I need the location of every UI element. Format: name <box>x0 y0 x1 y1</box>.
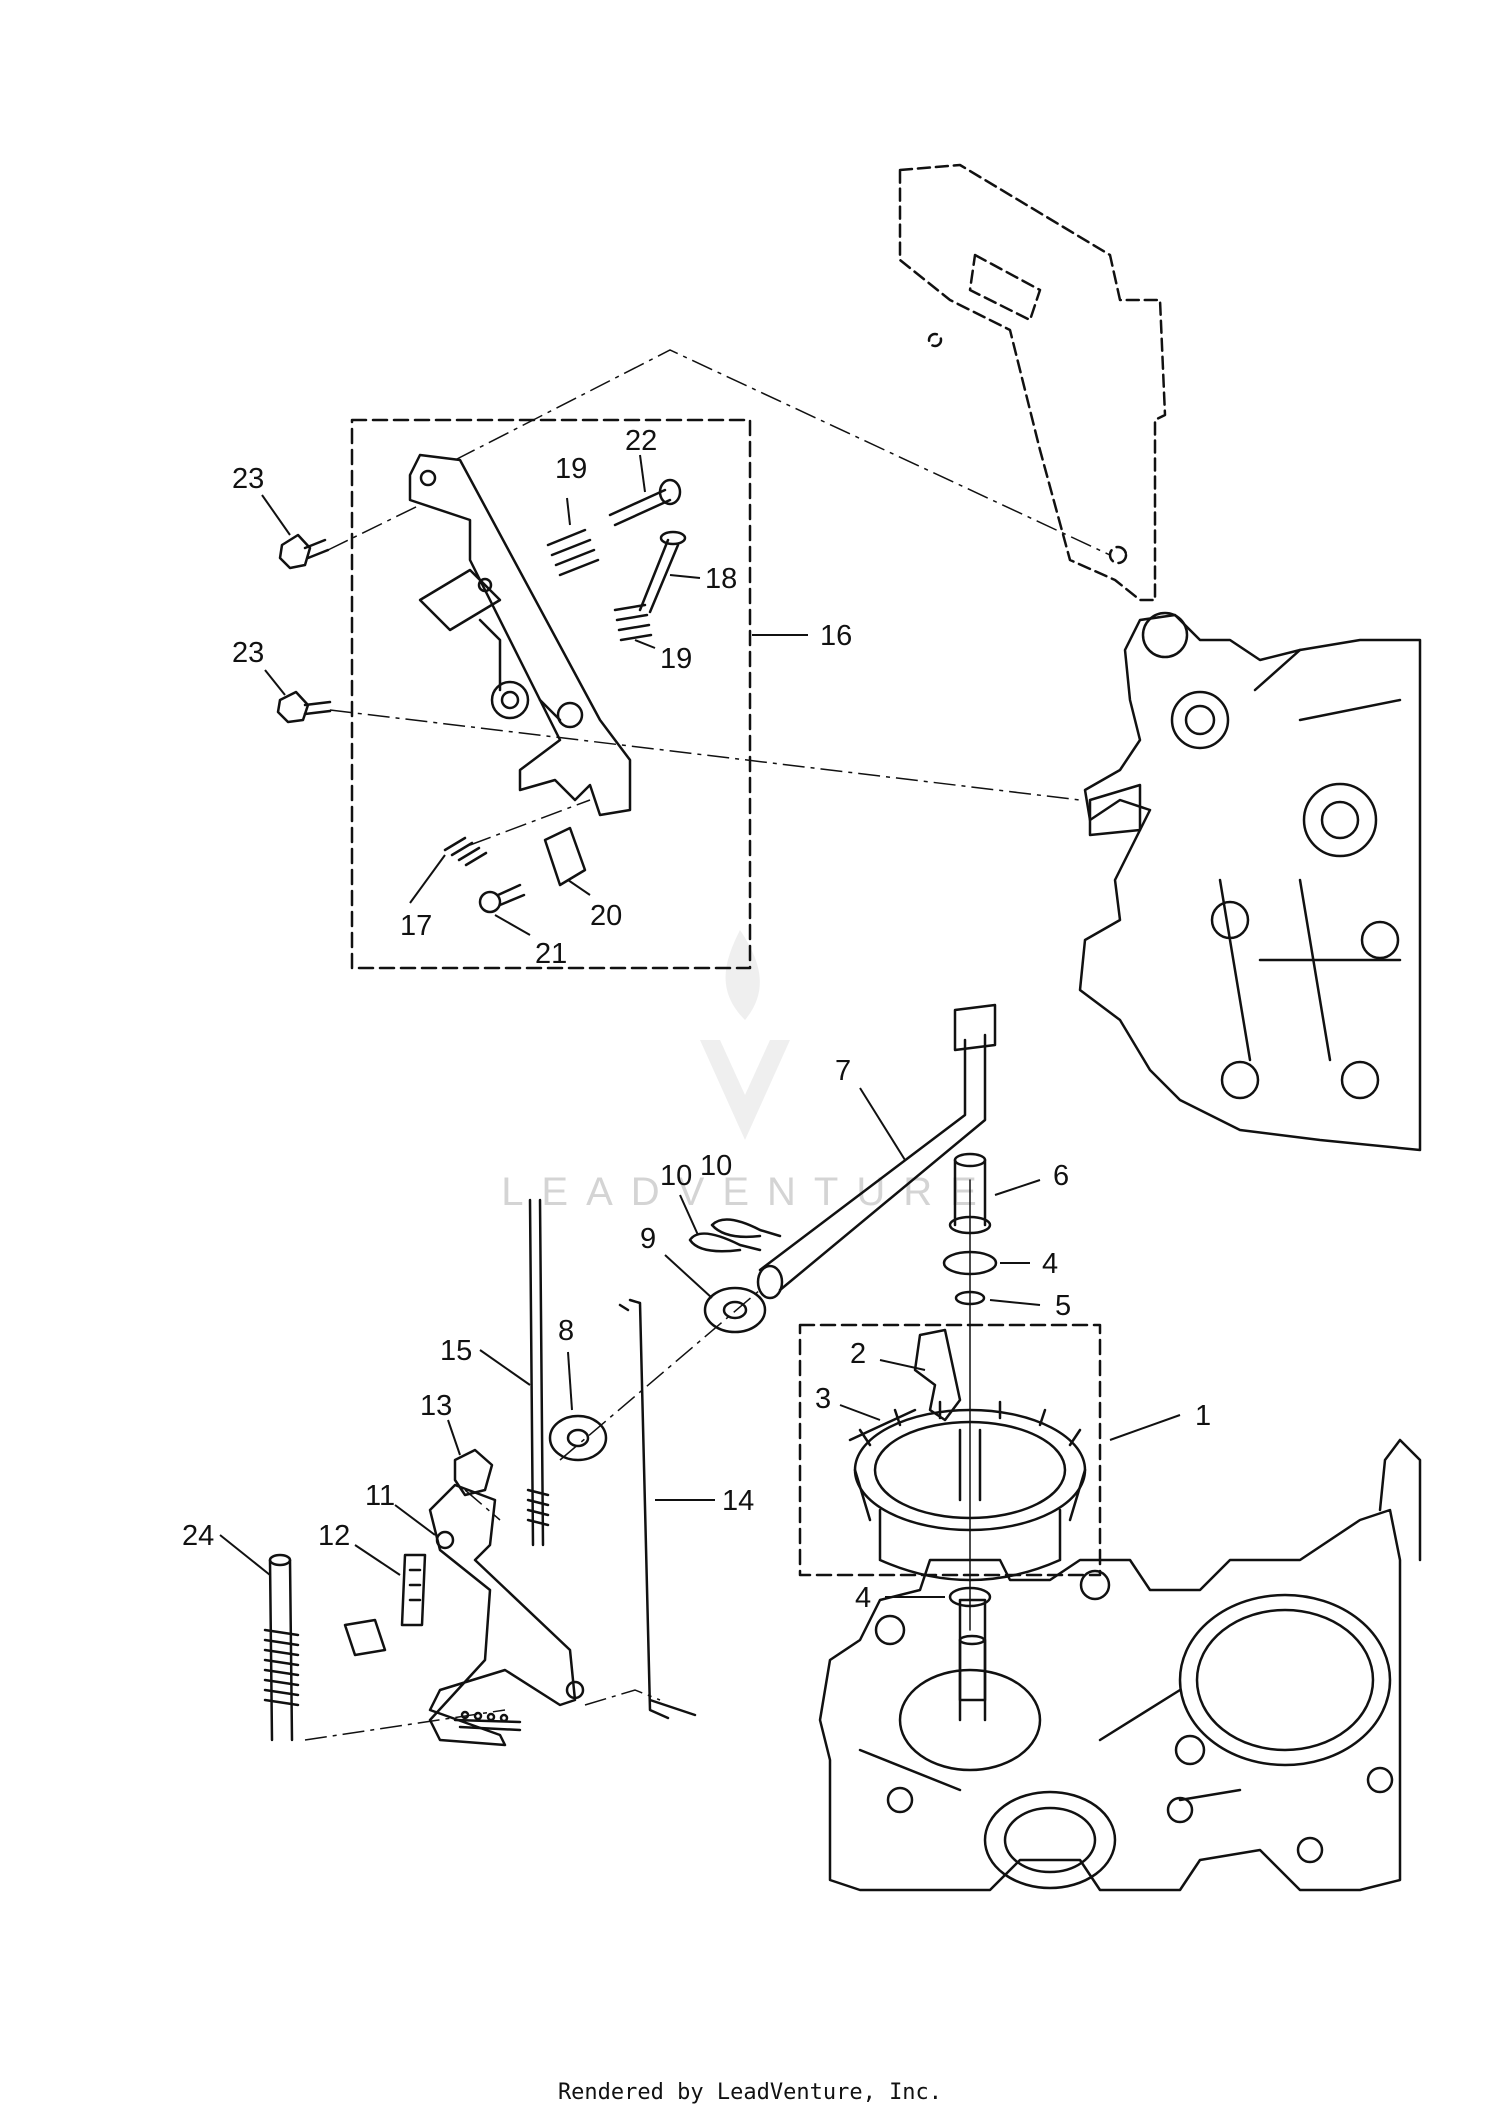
callout-20: 20 <box>590 900 622 932</box>
callout-19-lower: 19 <box>660 643 692 675</box>
callout-6: 6 <box>1053 1160 1069 1192</box>
washer-9 <box>703 1286 767 1334</box>
governor-spring <box>526 1198 550 1547</box>
governor-rod <box>618 1298 697 1720</box>
callout-24: 24 <box>182 1520 214 1552</box>
bracket-bolt-lower <box>276 690 332 724</box>
washer-8-hole <box>566 1428 590 1448</box>
callout-8: 8 <box>558 1315 574 1347</box>
throttle-control-box <box>350 418 752 970</box>
washer-8 <box>548 1414 608 1462</box>
throttle-spring-upper <box>546 528 600 577</box>
throttle-spring-lower <box>613 603 653 642</box>
callout-18: 18 <box>705 563 737 595</box>
callout-3: 3 <box>815 1383 831 1415</box>
bracket-bolt-upper <box>278 533 330 570</box>
return-spring <box>443 836 488 867</box>
align-line-bracket <box>454 349 1111 556</box>
leader-3 <box>839 1404 881 1421</box>
callout-2: 2 <box>850 1338 866 1370</box>
leader-22 <box>639 454 646 493</box>
leader-17 <box>409 854 446 904</box>
leader-15 <box>479 1349 531 1386</box>
callout-4-lower: 4 <box>855 1582 871 1614</box>
callout-23-lower: 23 <box>232 637 264 669</box>
callout-11: 11 <box>365 1480 395 1512</box>
callout-23-upper: 23 <box>232 463 264 495</box>
leader-24 <box>219 1534 271 1576</box>
callout-12: 12 <box>318 1520 350 1552</box>
leader-19a <box>566 497 571 526</box>
callout-22: 22 <box>625 425 657 457</box>
align-line-nut <box>464 1489 501 1521</box>
align-line-rod <box>584 1689 661 1706</box>
governor-weight <box>913 1328 962 1422</box>
cotter-pin-2 <box>710 1218 782 1239</box>
callout-21: 21 <box>535 938 567 970</box>
callout-19-upper: 19 <box>555 453 587 485</box>
governor-return-spring <box>263 1553 300 1742</box>
align-line-bolt-lower <box>329 709 1081 801</box>
leader-1 <box>1109 1414 1181 1441</box>
watermark-logo <box>700 930 790 1140</box>
engine-block-upper <box>1078 611 1422 1152</box>
cotter-pin <box>688 1232 762 1253</box>
leader-10 <box>679 1194 699 1236</box>
leader-9 <box>664 1254 713 1299</box>
adjust-screw <box>638 530 687 614</box>
leader-12 <box>354 1544 401 1576</box>
mounting-bracket <box>898 163 1167 602</box>
leader-11 <box>394 1504 436 1536</box>
leader-13 <box>447 1419 461 1456</box>
lever-nut <box>453 1448 494 1497</box>
callout-13: 13 <box>420 1390 452 1422</box>
governor-shaft-pin <box>958 1634 987 1722</box>
throttle-screw <box>608 478 682 527</box>
align-line-spring-24 <box>304 1709 506 1741</box>
leader-7 <box>859 1087 906 1161</box>
callout-9: 9 <box>640 1223 656 1255</box>
align-line-spring <box>469 799 591 846</box>
lever-bolt <box>343 1553 427 1657</box>
governor-shaft <box>756 1003 997 1300</box>
washer-9-hole <box>722 1300 748 1320</box>
leader-18 <box>669 574 701 579</box>
callout-10-b: 10 <box>700 1150 732 1182</box>
callout-16: 16 <box>820 620 852 652</box>
governor-pin <box>848 1408 917 1442</box>
leader-21 <box>494 914 531 936</box>
leader-2 <box>879 1359 926 1371</box>
throttle-control-bracket <box>408 453 632 817</box>
leader-19b <box>634 639 656 649</box>
leader-23b <box>264 669 286 696</box>
leader-20 <box>567 879 591 896</box>
callout-1: 1 <box>1195 1400 1211 1432</box>
callout-5: 5 <box>1055 1290 1071 1322</box>
align-line-bolt-upper <box>327 504 421 551</box>
callout-14: 14 <box>722 1485 754 1517</box>
callout-10-a: 10 <box>660 1160 692 1192</box>
callout-4-upper: 4 <box>1042 1248 1058 1280</box>
stop-screw <box>478 883 526 914</box>
leader-23a <box>261 494 291 536</box>
leader-6 <box>994 1179 1041 1196</box>
footer-credit: Rendered by LeadVenture, Inc. <box>557 2080 943 2105</box>
align-line-shaft <box>559 1289 761 1461</box>
watermark-text: LEADVENTURE <box>501 1170 995 1214</box>
governor-lever <box>428 1483 585 1747</box>
governor-gear-assembly <box>798 1323 1102 1582</box>
leader-5 <box>989 1299 1041 1306</box>
leader-8 <box>567 1351 573 1411</box>
throttle-stop <box>543 826 587 887</box>
callout-17: 17 <box>400 910 432 942</box>
callout-15: 15 <box>440 1335 472 1367</box>
callout-7: 7 <box>835 1055 851 1087</box>
